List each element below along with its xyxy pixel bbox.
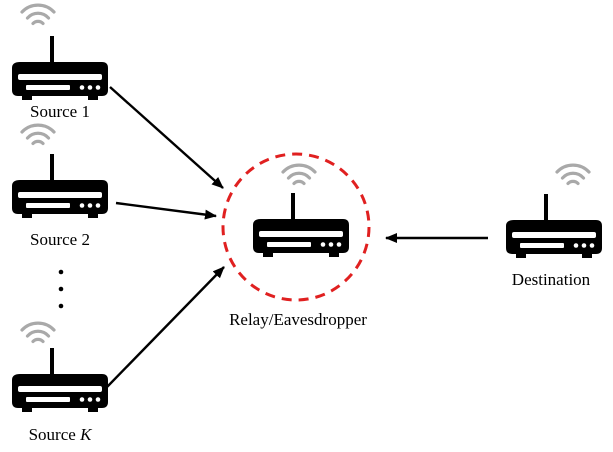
destination-node: Destination bbox=[506, 163, 602, 289]
wifi-signal-icon bbox=[20, 3, 56, 26]
router-icon bbox=[506, 194, 602, 258]
arrow-source-2-to-relay bbox=[115, 201, 217, 220]
relay-ring bbox=[221, 152, 371, 302]
ellipsis-dots bbox=[58, 269, 64, 309]
router-icon bbox=[12, 154, 108, 218]
ellipsis-dot bbox=[58, 269, 64, 275]
router-icon bbox=[253, 193, 349, 257]
source-k-label-text: Source bbox=[29, 425, 80, 444]
arrow-source-1-to-relay bbox=[109, 86, 224, 189]
ellipsis-dot bbox=[58, 303, 64, 309]
destination-label: Destination bbox=[512, 270, 591, 289]
arrow-source-k-to-relay bbox=[106, 266, 225, 388]
source-k-label-index: K bbox=[79, 425, 93, 444]
source-2-node: Source 2 bbox=[12, 123, 108, 249]
wifi-signal-icon bbox=[555, 163, 591, 186]
ellipsis-dot bbox=[58, 286, 64, 292]
wifi-signal-icon bbox=[20, 123, 56, 146]
source-k-label: Source K bbox=[29, 425, 93, 444]
router-icon bbox=[12, 348, 108, 412]
source-1-node: Source 1 bbox=[12, 3, 108, 121]
wifi-signal-icon bbox=[281, 163, 317, 186]
wifi-signal-icon bbox=[20, 321, 56, 344]
relay-node: Relay/Eavesdropper bbox=[221, 152, 371, 329]
source-2-label: Source 2 bbox=[30, 230, 90, 249]
source-k-node: Source K bbox=[12, 321, 108, 444]
router-icon bbox=[12, 36, 108, 100]
relay-label: Relay/Eavesdropper bbox=[229, 310, 367, 329]
source-1-label: Source 1 bbox=[30, 102, 90, 121]
